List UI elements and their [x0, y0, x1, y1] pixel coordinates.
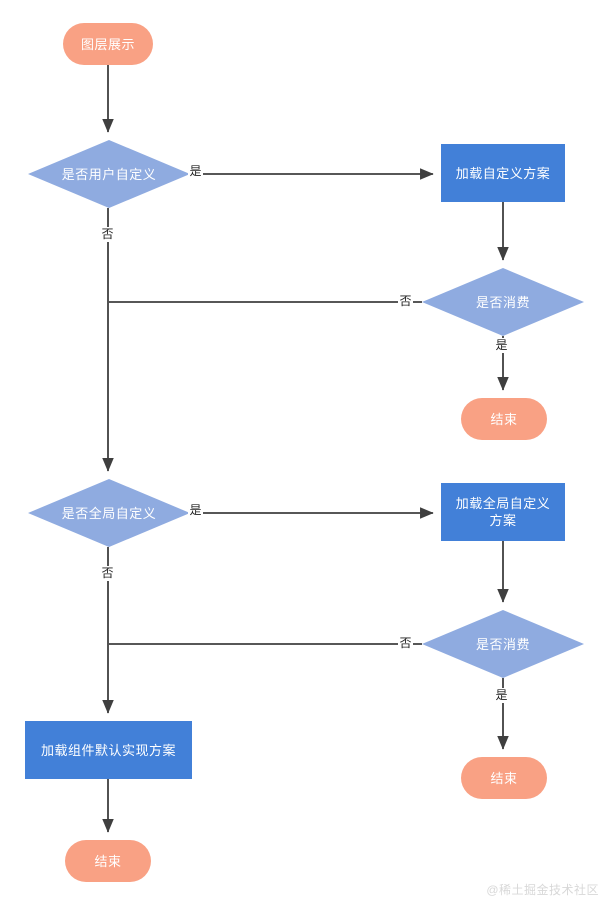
node-load-custom-plan[interactable]: 加载自定义方案: [441, 144, 565, 202]
node-load-global-custom-plan-label: 加载全局自定义 方案: [455, 496, 551, 528]
node-decision-global-custom[interactable]: 是否全局自定义: [28, 479, 190, 547]
node-load-default-plan-label: 加载组件默认实现方案: [40, 742, 176, 758]
node-decision-user-custom-label: 是否用户自定义: [61, 166, 157, 182]
edge-label-global-no: 否: [100, 566, 115, 581]
node-load-global-custom-plan[interactable]: 加载全局自定义 方案: [441, 483, 565, 541]
node-end-1[interactable]: 结束: [461, 398, 547, 440]
node-start-label: 图层展示: [80, 36, 135, 52]
edge-label-user-yes: 是: [188, 164, 203, 179]
node-decision-paid-2-label: 是否消费: [475, 636, 530, 652]
node-decision-user-custom[interactable]: 是否用户自定义: [28, 140, 190, 208]
edge-label-user-no: 否: [100, 227, 115, 242]
edge-label-paid2-yes: 是: [494, 688, 509, 703]
node-end-2[interactable]: 结束: [461, 757, 547, 799]
edge-label-paid1-no: 否: [398, 294, 413, 309]
node-start[interactable]: 图层展示: [63, 23, 153, 65]
node-end-3[interactable]: 结束: [65, 840, 151, 882]
diamond-shape: [422, 268, 584, 336]
edge-label-global-yes: 是: [188, 503, 203, 518]
diamond-shape: [28, 140, 190, 208]
node-end-2-label: 结束: [490, 770, 518, 786]
node-decision-paid-1-label: 是否消费: [475, 294, 530, 310]
node-decision-global-custom-label: 是否全局自定义: [61, 505, 157, 521]
node-end-1-label: 结束: [490, 411, 518, 427]
node-decision-paid-1[interactable]: 是否消费: [422, 268, 584, 336]
diamond-shape: [422, 610, 584, 678]
node-load-custom-plan-label: 加载自定义方案: [455, 165, 551, 181]
diamond-shape: [28, 479, 190, 547]
edge-label-paid2-no: 否: [398, 636, 413, 651]
node-end-3-label: 结束: [94, 853, 122, 869]
node-load-default-plan[interactable]: 加载组件默认实现方案: [25, 721, 192, 779]
watermark: @稀土掘金技术社区: [486, 883, 599, 897]
edge-label-paid1-yes: 是: [494, 338, 509, 353]
node-decision-paid-2[interactable]: 是否消费: [422, 610, 584, 678]
